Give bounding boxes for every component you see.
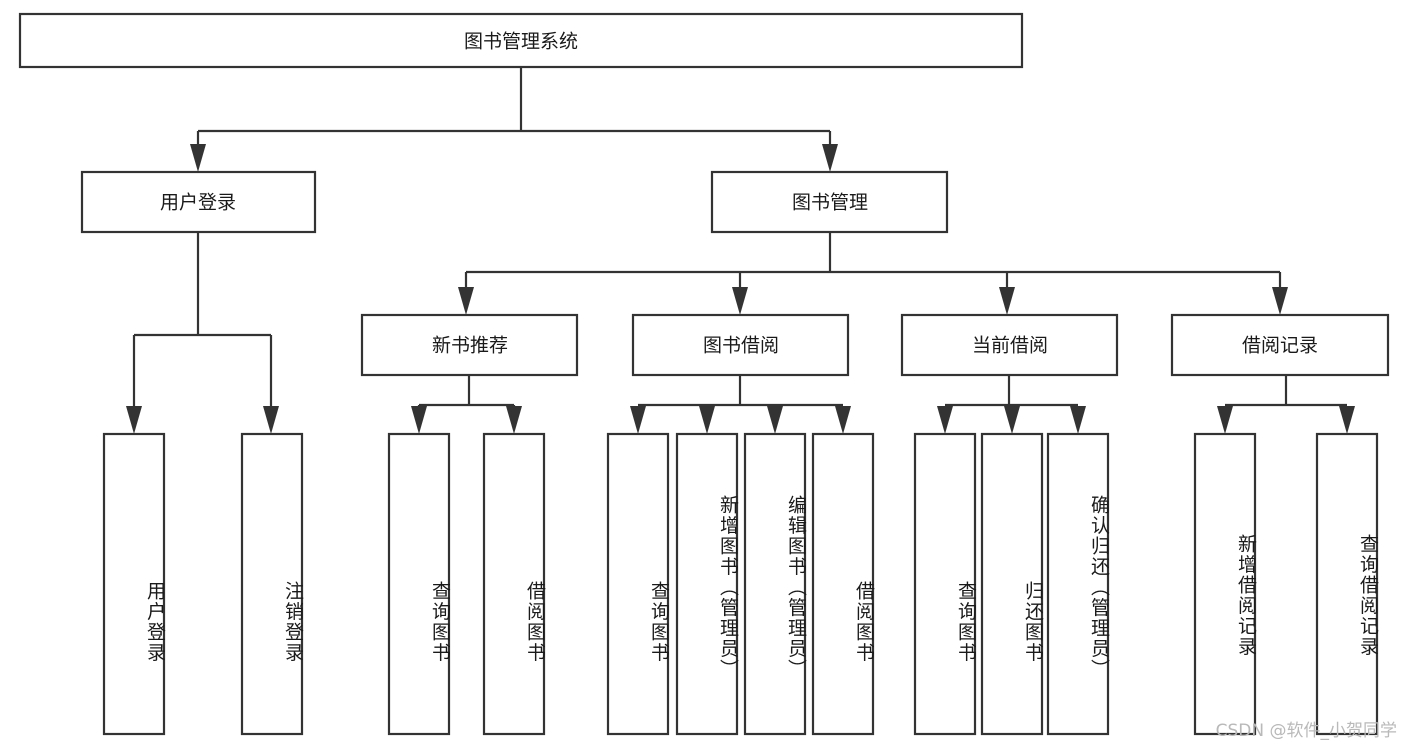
node-user-login[interactable]: 用户登录 xyxy=(80,170,317,234)
node-new-book-rec[interactable]: 新书推荐 xyxy=(360,313,579,377)
arrowhead-book-manage xyxy=(822,144,838,172)
arrowhead-leaf-confirm-return xyxy=(1070,406,1086,434)
node-borrow-record-label: 借阅记录 xyxy=(1242,335,1318,357)
arrowhead-leaf-add-book xyxy=(699,406,715,434)
node-book-borrow[interactable]: 图书借阅 xyxy=(631,313,850,377)
node-leaf-add-record-box[interactable] xyxy=(1193,432,1257,736)
node-book-borrow-label: 图书借阅 xyxy=(703,335,779,357)
node-leaf-query-record-box[interactable] xyxy=(1315,432,1379,736)
node-leaf-add-book-box[interactable] xyxy=(675,432,739,736)
node-leaf-edit-book-box[interactable] xyxy=(743,432,807,736)
node-new-book-rec-box[interactable] xyxy=(360,313,579,377)
arrowhead-leaf-return-book xyxy=(1004,406,1020,434)
node-leaf-user-login-label: 用户登录 xyxy=(144,581,166,663)
leaf-box-group xyxy=(102,432,1379,736)
arrowhead-leaf-edit-book xyxy=(767,406,783,434)
arrowhead-user-login xyxy=(190,144,206,172)
arrowhead-leaf-query-record xyxy=(1339,406,1355,434)
node-leaf-borrow-book-label: 借阅图书 xyxy=(853,581,875,663)
node-leaf-query-book-borrow-label: 查询图书 xyxy=(648,581,670,663)
node-book-manage[interactable]: 图书管理 xyxy=(710,170,949,234)
node-new-book-rec-label: 新书推荐 xyxy=(432,335,508,357)
node-leaf-query-book-borrow-box[interactable] xyxy=(606,432,670,736)
node-leaf-confirm-return-label: 确认归还（管理员） xyxy=(1088,494,1110,680)
node-leaf-borrow-book-rec-label: 借阅图书 xyxy=(524,581,546,663)
arrowhead-leaf-add-record xyxy=(1217,406,1233,434)
node-book-manage-box[interactable] xyxy=(710,170,949,234)
node-leaf-logout-box[interactable] xyxy=(240,432,304,736)
connector-group xyxy=(126,67,1355,434)
arrowhead-book-borrow xyxy=(732,287,748,315)
node-leaf-query-record-label: 查询借阅记录 xyxy=(1357,533,1379,657)
node-leaf-query-book-rec-label: 查询图书 xyxy=(429,581,451,663)
arrowhead-leaf-borrow-book xyxy=(835,406,851,434)
node-current-borrow-label: 当前借阅 xyxy=(972,335,1048,357)
arrowhead-leaf-user-login xyxy=(126,406,142,434)
node-leaf-query-book-current-label: 查询图书 xyxy=(955,581,977,663)
node-leaf-borrow-book-rec-box[interactable] xyxy=(482,432,546,736)
node-leaf-return-book-label: 归还图书 xyxy=(1022,581,1044,663)
arrowhead-leaf-query-book-borrow xyxy=(630,406,646,434)
node-user-login-label: 用户登录 xyxy=(160,192,236,214)
node-current-borrow[interactable]: 当前借阅 xyxy=(900,313,1119,377)
node-current-borrow-box[interactable] xyxy=(900,313,1119,377)
node-leaf-query-book-current-box[interactable] xyxy=(913,432,977,736)
node-leaf-edit-book-label: 编辑图书（管理员） xyxy=(785,494,807,680)
node-user-login-box[interactable] xyxy=(80,170,317,234)
node-leaf-logout-label: 注销登录 xyxy=(282,581,304,663)
node-root-box[interactable] xyxy=(18,12,1024,69)
arrowhead-current-borrow xyxy=(999,287,1015,315)
watermark-text: CSDN @软件_小贺同学 xyxy=(1215,721,1397,741)
arrowhead-borrow-record xyxy=(1272,287,1288,315)
node-book-borrow-box[interactable] xyxy=(631,313,850,377)
node-borrow-record-box[interactable] xyxy=(1170,313,1390,377)
node-leaf-add-book-label: 新增图书（管理员） xyxy=(717,494,739,680)
node-leaf-user-login-box[interactable] xyxy=(102,432,166,736)
node-leaf-query-book-rec-box[interactable] xyxy=(387,432,451,736)
node-leaf-confirm-return-box[interactable] xyxy=(1046,432,1110,736)
arrowhead-new-book-rec xyxy=(458,287,474,315)
node-leaf-add-record-label: 新增借阅记录 xyxy=(1235,533,1257,657)
node-root-label: 图书管理系统 xyxy=(464,31,578,53)
node-borrow-record[interactable]: 借阅记录 xyxy=(1170,313,1390,377)
arrowhead-leaf-borrow-book-rec xyxy=(506,406,522,434)
node-leaf-return-book-box[interactable] xyxy=(980,432,1044,736)
arrowhead-leaf-query-book-rec xyxy=(411,406,427,434)
arrowhead-leaf-query-book-current xyxy=(937,406,953,434)
node-root[interactable]: 图书管理系统 xyxy=(18,12,1024,69)
node-leaf-borrow-book-box[interactable] xyxy=(811,432,875,736)
node-book-manage-label: 图书管理 xyxy=(792,192,868,214)
arrowhead-leaf-logout xyxy=(263,406,279,434)
